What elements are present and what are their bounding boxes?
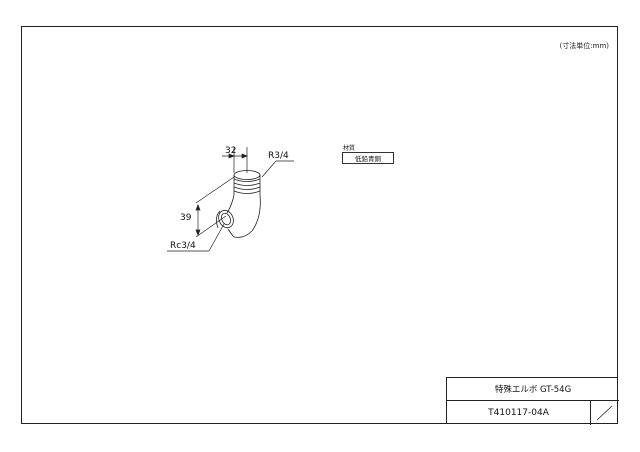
- product-name: 特殊エルボ GT-54G: [447, 378, 619, 401]
- dim-39: [195, 176, 235, 238]
- leader-rc34: [167, 223, 225, 252]
- title-block: 特殊エルボ GT-54G T410117-04A: [446, 377, 619, 425]
- drawing-number: T410117-04A: [447, 401, 591, 425]
- dim-height-label: 39: [180, 213, 192, 223]
- male-thread-label: R3/4: [268, 151, 289, 161]
- elbow-fitting: [216, 170, 261, 238]
- dim-32: [222, 147, 248, 173]
- revision-slash-icon: [596, 405, 613, 421]
- material-value: 低鉛青銅: [342, 152, 394, 164]
- unit-note: (寸法単位:mm): [559, 42, 609, 50]
- elbow-drawing: 32 R3/4 39 Rc3/4: [167, 146, 294, 252]
- leader-r34: [261, 160, 294, 178]
- material-label: 材質: [343, 145, 356, 152]
- dim-width-label: 32: [225, 146, 236, 156]
- female-thread-label: Rc3/4: [170, 241, 196, 251]
- drawing-frame: (寸法単位:mm) 32: [21, 26, 619, 425]
